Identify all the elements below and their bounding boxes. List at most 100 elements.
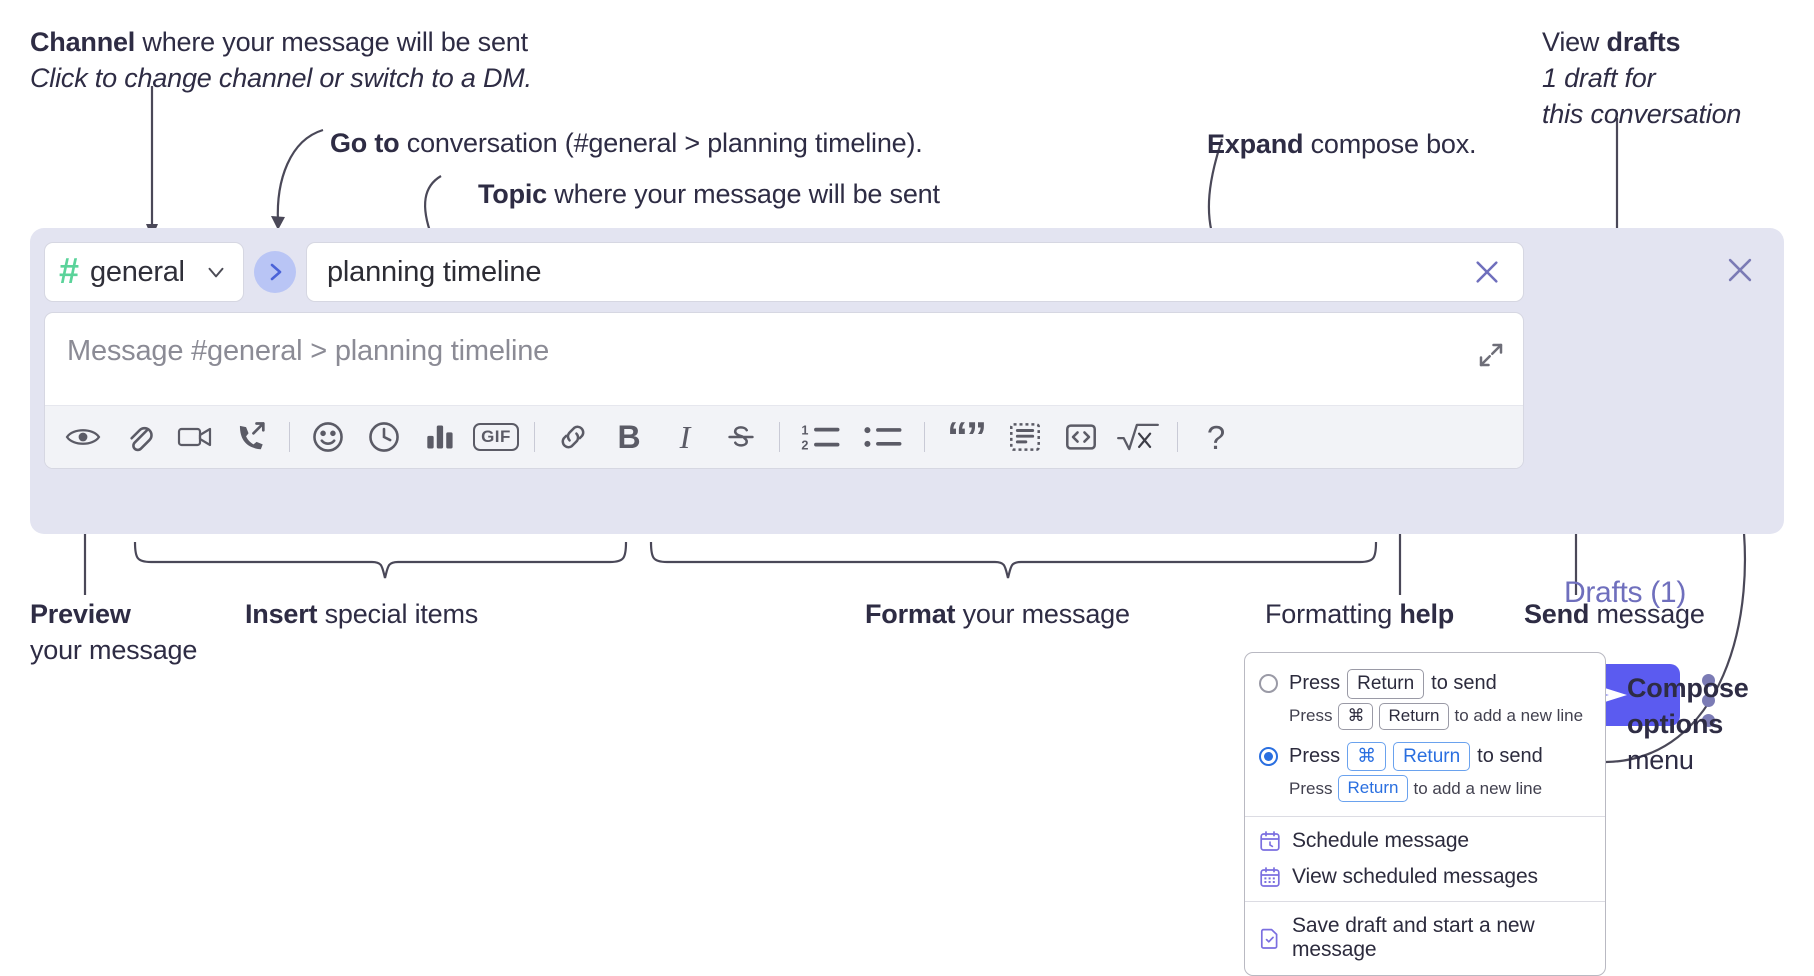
- italic-label: I: [679, 419, 691, 455]
- drafts-link[interactable]: Drafts (1): [1564, 576, 1687, 609]
- attach-file-button[interactable]: [111, 412, 167, 462]
- menu-divider-1: [1245, 816, 1605, 818]
- opt2-sub-pre: Press: [1289, 778, 1333, 798]
- key-return-3: Return: [1393, 741, 1471, 772]
- bulleted-list-button[interactable]: [852, 412, 914, 462]
- annotation-drafts-pre: View: [1542, 27, 1607, 57]
- expand-compose-icon[interactable]: [1473, 337, 1509, 373]
- kebab-dot-3: [1702, 714, 1715, 727]
- annotation-drafts-bold: drafts: [1606, 27, 1681, 57]
- annotation-help-bold: help: [1399, 599, 1455, 629]
- radio-return-to-send[interactable]: [1259, 674, 1278, 694]
- menu-item-save-draft[interactable]: Save draft and start a new message: [1245, 902, 1605, 975]
- help-label: ?: [1206, 418, 1226, 456]
- menu-item-schedule-message[interactable]: Schedule message: [1245, 817, 1605, 859]
- svg-text:2: 2: [801, 439, 808, 452]
- message-panel: Message #general > planning timeline: [44, 312, 1524, 469]
- poll-button[interactable]: [412, 412, 468, 462]
- inline-code-button[interactable]: [1053, 412, 1109, 462]
- emoji-button[interactable]: [300, 412, 356, 462]
- preview-button[interactable]: [55, 412, 111, 462]
- topic-input[interactable]: planning timeline: [306, 242, 1524, 302]
- annotation-compose-options-line1: Compose: [1627, 673, 1749, 703]
- annotation-send-rest: message: [1589, 599, 1705, 629]
- video-clip-button[interactable]: [167, 412, 223, 462]
- math-button[interactable]: [1109, 412, 1167, 462]
- opt2-post: to send: [1477, 744, 1543, 767]
- ordered-list-button[interactable]: 1 2: [790, 412, 852, 462]
- option-return-label: Press Return to send: [1289, 669, 1497, 699]
- code-block-button[interactable]: [997, 412, 1053, 462]
- annotation-help-pre: Formatting: [1265, 599, 1400, 629]
- annotation-preview-bold: Preview: [30, 599, 131, 629]
- close-widget-icon[interactable]: [1718, 248, 1762, 292]
- annotation-compose-options-line3: menu: [1627, 745, 1694, 775]
- compose-options-popup: Press Return to send Press ⌘ Return to a…: [1244, 652, 1606, 976]
- strikethrough-button[interactable]: [713, 412, 769, 462]
- toolbar-divider-4: [924, 422, 925, 452]
- annotation-expand-rest: compose box.: [1303, 129, 1477, 159]
- clear-topic-icon[interactable]: [1467, 252, 1507, 292]
- italic-button[interactable]: I: [657, 412, 713, 462]
- formatting-toolbar: GIF B I: [45, 405, 1523, 468]
- clock-button[interactable]: [356, 412, 412, 462]
- opt2-sub-post: to add a new line: [1413, 778, 1543, 798]
- annotation-compose-options: Compose options menu: [1627, 670, 1814, 778]
- option-return-sub: Press ⌘ Return to add a new line: [1289, 702, 1591, 730]
- formatting-help-button[interactable]: ?: [1188, 412, 1244, 462]
- option-return-to-send[interactable]: Press Return to send: [1259, 669, 1591, 699]
- menu-item-schedule-label: Schedule message: [1292, 829, 1470, 853]
- annotation-goto: Go to conversation (#general > planning …: [330, 125, 1030, 161]
- gif-button[interactable]: GIF: [468, 412, 524, 462]
- annotation-send: Send message: [1524, 596, 1814, 632]
- chevron-right-icon: [263, 260, 287, 284]
- opt2-pre: Press: [1289, 744, 1341, 767]
- bold-button[interactable]: B: [601, 412, 657, 462]
- annotation-goto-bold: Go to: [330, 128, 400, 158]
- bold-label: B: [617, 419, 641, 455]
- annotation-insert: Insert special items: [245, 596, 645, 632]
- compose-header-row: # general planning timeline: [44, 241, 1524, 303]
- option-cmd-return-label: Press ⌘ Return to send: [1289, 741, 1543, 772]
- opt1-sub-post: to add a new line: [1454, 706, 1584, 726]
- annotation-drafts: View drafts 1 draft for this conversatio…: [1542, 24, 1814, 132]
- radio-cmd-return-to-send[interactable]: [1259, 746, 1278, 766]
- message-input[interactable]: Message #general > planning timeline: [45, 313, 1523, 405]
- calendar-grid-icon: [1259, 866, 1281, 888]
- compose-widget: Drafts (1) # general: [30, 228, 1784, 727]
- opt1-pre: Press: [1289, 672, 1341, 695]
- link-button[interactable]: [545, 412, 601, 462]
- annotation-drafts-line2: 1 draft for: [1542, 63, 1656, 93]
- channel-selector[interactable]: # general: [44, 242, 244, 302]
- key-return: Return: [1347, 669, 1425, 699]
- annotation-send-bold: Send: [1524, 599, 1590, 629]
- annotation-channel: Channel where your message will be sent …: [30, 24, 650, 96]
- chevron-down-icon: [203, 259, 229, 285]
- option-cmd-return-sub: Press Return to add a new line: [1289, 775, 1591, 803]
- annotation-goto-rest: conversation (#general > planning timeli…: [399, 128, 923, 158]
- gif-label: GIF: [473, 423, 519, 451]
- toolbar-divider-2: [534, 422, 535, 452]
- compose-options-menu-button[interactable]: [1702, 674, 1715, 727]
- blockquote-button[interactable]: “”: [935, 412, 997, 462]
- menu-item-view-scheduled-label: View scheduled messages: [1292, 865, 1538, 889]
- menu-item-save-draft-label: Save draft and start a new message: [1292, 914, 1535, 962]
- annotation-format-rest: your message: [955, 599, 1130, 629]
- annotation-topic: Topic where your message will be sent: [478, 176, 1178, 212]
- annotation-topic-rest: where your message will be sent: [547, 179, 940, 209]
- annotation-channel-bold: Channel: [30, 27, 136, 57]
- annotation-compose-options-line2: options: [1627, 709, 1724, 739]
- blockquote-label: “”: [947, 413, 987, 461]
- go-to-conversation-button[interactable]: [254, 251, 296, 293]
- annotation-drafts-line3: this conversation: [1542, 99, 1742, 129]
- kebab-dot-1: [1702, 674, 1715, 687]
- menu-item-view-scheduled[interactable]: View scheduled messages: [1245, 859, 1605, 901]
- toolbar-divider-1: [289, 422, 290, 452]
- annotation-insert-rest: special items: [317, 599, 479, 629]
- audio-clip-button[interactable]: [223, 412, 279, 462]
- hash-icon: #: [59, 249, 80, 291]
- annotation-expand: Expand compose box.: [1207, 126, 1627, 162]
- option-cmd-return-to-send[interactable]: Press ⌘ Return to send: [1259, 741, 1591, 772]
- calendar-clock-icon: [1259, 830, 1281, 852]
- annotation-channel-sub: Click to change channel or switch to a D…: [30, 63, 532, 93]
